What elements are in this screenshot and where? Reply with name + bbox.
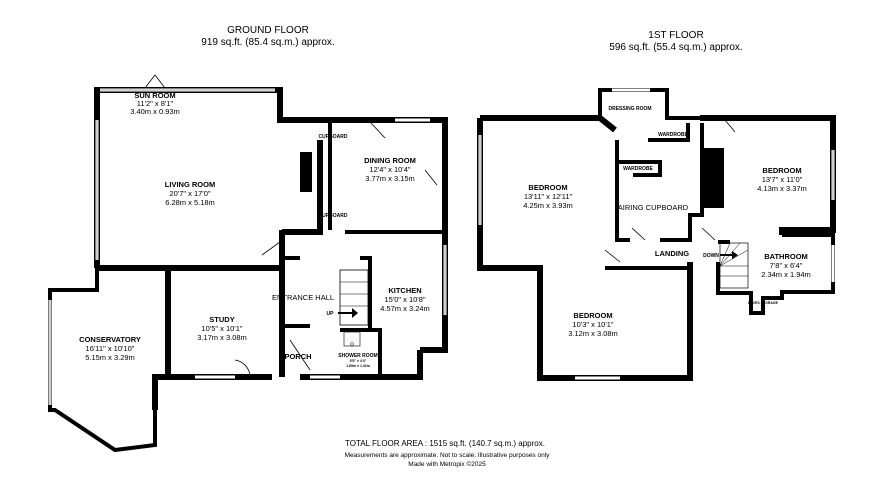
svg-text:16'11" x 10'10": 16'11" x 10'10" [86,344,135,353]
room-eaves-storage: EAVES STORAGE [748,301,778,305]
svg-text:6.28m x 5.18m: 6.28m x 5.18m [165,198,215,207]
room-bathroom: BATHROOM 7'8" x 6'4" 2.34m x 1.94m [761,252,811,279]
chimney-breast [702,148,724,208]
ground-floor-walls [48,74,448,453]
svg-text:10'3" x 10'1": 10'3" x 10'1" [572,320,613,329]
room-conservatory: CONSERVATORY 16'11" x 10'10" 5.15m x 3.2… [79,335,141,362]
svg-text:SHOWER ROOM: SHOWER ROOM [338,353,377,359]
first-floor-stairs [719,242,749,289]
svg-text:STUDY: STUDY [209,315,234,324]
svg-text:3.17m x 3.08m: 3.17m x 3.08m [197,333,247,342]
svg-text:3.77m x 3.15m: 3.77m x 3.15m [365,174,415,183]
room-dressing-room: DRESSING ROOM [608,106,651,112]
svg-text:4.57m x 3.24m: 4.57m x 3.24m [380,304,430,313]
svg-text:BEDROOM: BEDROOM [573,311,612,320]
room-wardrobe-2: WARDROBE [623,166,653,172]
svg-text:5.15m x 3.29m: 5.15m x 3.29m [85,353,135,362]
ground-floor-area: 919 sq.ft. (85.4 sq.m.) approx. [201,37,334,48]
first-floor-walls [477,88,836,381]
room-living-room: LIVING ROOM 20'7" x 17'0" 6.28m x 5.18m [165,180,215,207]
room-dining-room: DINING ROOM 12'4" x 10'4" 3.77m x 3.15m [364,156,416,183]
svg-text:13'7" x 11'0": 13'7" x 11'0" [762,175,803,184]
svg-text:12'4" x 10'4": 12'4" x 10'4" [369,165,410,174]
svg-text:BATHROOM: BATHROOM [764,252,808,261]
svg-text:CONSERVATORY: CONSERVATORY [79,335,141,344]
room-bedroom-2: BEDROOM 13'7" x 11'0" 4.13m x 3.37m [757,166,807,193]
svg-text:1.65m x 1.32m: 1.65m x 1.32m [346,364,370,368]
room-airing-cupboard: AIRING CUPBOARD [618,203,689,212]
svg-text:13'11" x 12'11": 13'11" x 12'11" [524,192,573,201]
first-floor-area: 596 sq.ft. (55.4 sq.m.) approx. [609,42,742,53]
disclaimer: Measurements are approximate. Not to sca… [345,452,551,459]
stairs-arrow-icon [720,251,738,259]
total-floor-area: TOTAL FLOOR AREA : 1515 sq.ft. (140.7 sq… [345,439,545,448]
svg-text:4.25m x 3.93m: 4.25m x 3.93m [523,201,573,210]
svg-text:11'2" x 8'1": 11'2" x 8'1" [137,99,174,108]
room-sun-room: SUN ROOM 11'2" x 8'1" 3.40m x 0.93m [130,91,180,116]
credit: Made with Metropix ©2025 [408,460,486,468]
room-bedroom-1: BEDROOM 13'11" x 12'11" 4.25m x 3.93m [523,183,573,210]
room-shower-room: SHOWER ROOM 5'5" x 4'4" 1.65m x 1.32m [338,353,377,368]
stairs-down-label: DOWN [703,253,719,259]
svg-text:SUN ROOM: SUN ROOM [134,91,175,100]
svg-text:DINING ROOM: DINING ROOM [364,156,416,165]
svg-text:15'0" x 10'8": 15'0" x 10'8" [384,295,425,304]
first-floor-title: 1ST FLOOR [648,30,703,41]
svg-text:BEDROOM: BEDROOM [762,166,801,175]
ground-floor-title: GROUND FLOOR [227,25,309,36]
svg-text:3.12m x 3.08m: 3.12m x 3.08m [568,329,618,338]
room-porch: PORCH [284,352,311,361]
ground-stairs [338,269,369,326]
svg-text:BEDROOM: BEDROOM [528,183,567,192]
room-bedroom-3: BEDROOM 10'3" x 10'1" 3.12m x 3.08m [568,311,618,338]
svg-text:4.13m x 3.37m: 4.13m x 3.37m [757,184,807,193]
svg-text:2.34m x 1.94m: 2.34m x 1.94m [761,270,811,279]
room-study: STUDY 10'5" x 10'1" 3.17m x 3.08m [197,315,247,342]
room-cupboard-1: CUPBOARD [319,134,348,140]
svg-text:7'8" x 6'4": 7'8" x 6'4" [770,261,803,270]
svg-text:5'5" x 4'4": 5'5" x 4'4" [350,359,367,363]
room-landing: LANDING [655,249,689,258]
room-entrance-hall: ENTRANCE HALL [272,293,334,302]
svg-text:20'7" x 17'0": 20'7" x 17'0" [169,189,210,198]
stairs-arrow-icon [338,308,358,318]
stairs-up-label: UP [327,311,335,317]
room-kitchen: KITCHEN 15'0" x 10'8" 4.57m x 3.24m [380,286,430,313]
room-cupboard-2: CUPBOARD [319,213,348,219]
room-wardrobe-1: WARDROBE [658,132,688,138]
svg-text:KITCHEN: KITCHEN [388,286,421,295]
svg-text:10'5" x 10'1": 10'5" x 10'1" [201,324,242,333]
svg-text:LIVING ROOM: LIVING ROOM [165,180,215,189]
svg-text:3.40m x 0.93m: 3.40m x 0.93m [130,107,180,116]
